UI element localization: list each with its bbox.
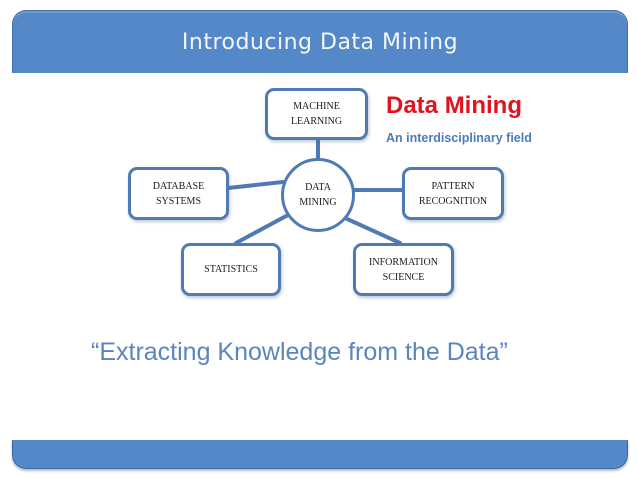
callout-title: Data Mining <box>386 92 522 119</box>
node-database-systems: DATABASE SYSTEMS <box>128 167 229 220</box>
link-statistics <box>234 213 290 245</box>
node-data-mining-center: DATA MINING <box>281 158 355 232</box>
footer-bar <box>12 440 628 469</box>
node-pattern-recognition: PATTERN RECOGNITION <box>402 167 504 220</box>
slide-title: Introducing Data Mining <box>181 29 459 55</box>
callout-subtitle: An interdisciplinary field <box>386 131 532 145</box>
slide-quote: “Extracting Knowledge from the Data” <box>91 338 508 366</box>
link-information-science <box>343 216 402 245</box>
node-machine-learning: MACHINE LEARNING <box>265 88 368 140</box>
node-information-science: INFORMATION SCIENCE <box>353 243 454 296</box>
link-database-systems <box>226 180 285 190</box>
title-bar: Introducing Data Mining <box>12 10 628 73</box>
node-statistics: STATISTICS <box>181 243 281 296</box>
